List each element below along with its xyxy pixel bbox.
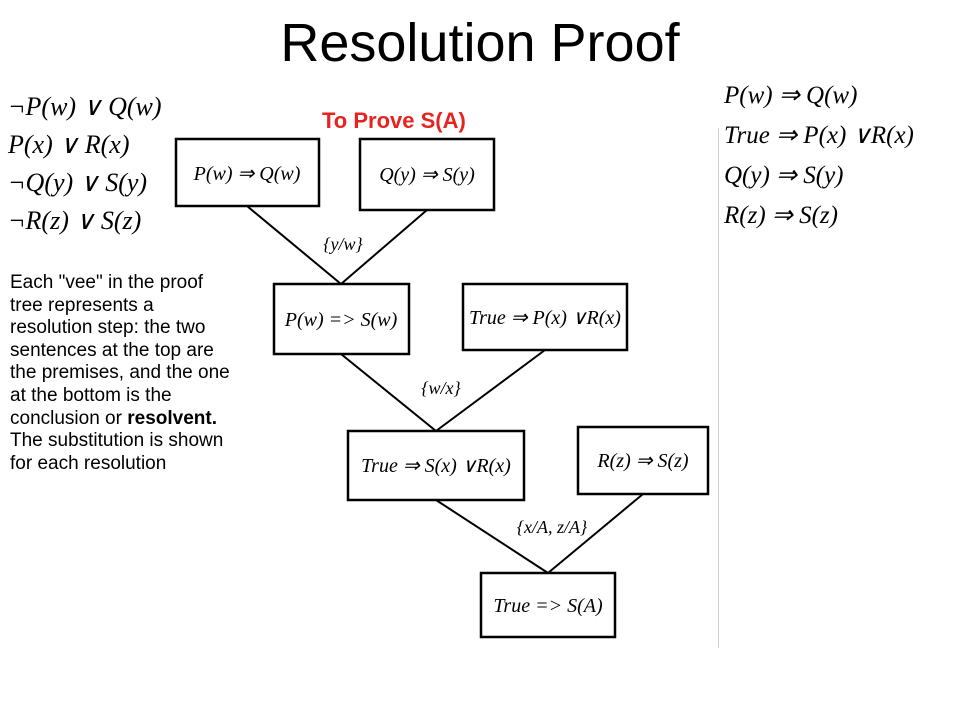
tree-node: True ⇒ S(x) ∨R(x) <box>346 429 526 502</box>
substitution-label: {w/x} <box>421 378 461 398</box>
tree-edge <box>340 353 437 432</box>
tree-edge <box>340 209 428 285</box>
explanation-text: Each "vee" in the proof tree represents … <box>10 272 230 475</box>
explanation-body: Each "vee" in the proof tree represents … <box>10 272 230 429</box>
explanation-bold-term: resolvent. <box>127 407 217 429</box>
tree-node-label: P(w) ⇒ Q(w) <box>193 163 301 185</box>
tree-node-label: Q(y) ⇒ S(y) <box>379 164 475 186</box>
tree-edge <box>547 493 644 574</box>
implication-item: P(w) ⇒ Q(w) <box>724 82 858 109</box>
tree-node-label: P(w) => S(w) <box>284 309 398 331</box>
clause-item: ¬P(w) ∨ Q(w) <box>8 92 162 121</box>
clause-list: ¬P(w) ∨ Q(w) P(x) ∨ R(x) ¬Q(y) ∨ S(y) ¬R… <box>8 88 188 240</box>
substitution-label: {x/A, z/A} <box>517 517 588 537</box>
tree-node: True ⇒ P(x) ∨R(x) <box>461 282 629 352</box>
divider-line <box>718 128 719 648</box>
tree-node-label: True ⇒ P(x) ∨R(x) <box>469 307 621 329</box>
implication-list: P(w) ⇒ Q(w) True ⇒ P(x) ∨R(x) Q(y) ⇒ S(y… <box>724 76 954 236</box>
slide-title: Resolution Proof <box>280 13 680 73</box>
tree-edge <box>435 499 549 574</box>
tree-node: True => S(A) <box>479 571 617 639</box>
implication-item: True ⇒ P(x) ∨R(x) <box>724 122 914 149</box>
tree-edge <box>246 205 342 285</box>
goal-label: To Prove S(A) <box>322 108 466 133</box>
explanation-tail: The substitution is shown for each resol… <box>10 430 224 474</box>
implication-item: Q(y) ⇒ S(y) <box>724 162 844 189</box>
clause-item: ¬Q(y) ∨ S(y) <box>8 168 148 197</box>
tree-edge <box>435 349 546 432</box>
tree-node-label: R(z) ⇒ S(z) <box>596 450 689 472</box>
substitution-label: {y/w} <box>323 234 363 254</box>
tree-node-label: True => S(A) <box>493 595 603 617</box>
tree-node: P(w) ⇒ Q(w) <box>174 137 321 208</box>
tree-node: P(w) => S(w) <box>272 282 411 356</box>
implication-item: R(z) ⇒ S(z) <box>724 202 838 229</box>
tree-node: R(z) ⇒ S(z) <box>576 425 710 496</box>
tree-node-label: True ⇒ S(x) ∨R(x) <box>361 455 511 477</box>
tree-node: Q(y) ⇒ S(y) <box>358 137 496 212</box>
clause-item: ¬R(z) ∨ S(z) <box>8 206 142 235</box>
clause-item: P(x) ∨ R(x) <box>8 130 130 159</box>
